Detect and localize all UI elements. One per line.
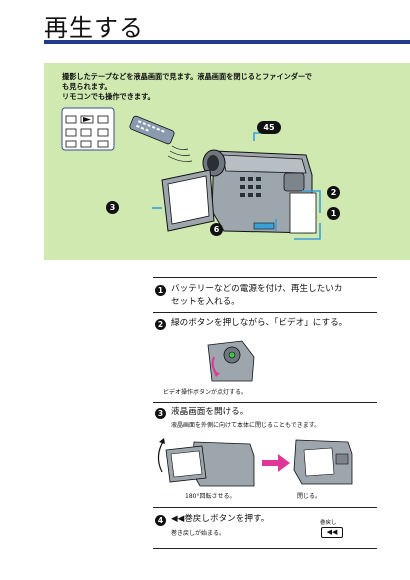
step-3-caption-left: 180°回転させる。 (185, 493, 236, 500)
rewind-icon: ◀◀ (326, 528, 338, 536)
step-3-caption-right: 閉じる。 (297, 493, 322, 500)
step-4-note: 巻き戻しが始まる。 (171, 530, 226, 537)
step-2-number: 2 (155, 319, 166, 330)
callout-3: 3 (106, 201, 119, 214)
intro-line-2: も見られます。 (62, 82, 112, 91)
lcd-screen-open (161, 169, 215, 232)
page-title: 再生する (44, 14, 144, 42)
lcd-rotation-illustration (157, 438, 353, 487)
camcorder-body (202, 149, 317, 234)
power-switch-illustration (207, 340, 255, 382)
step-4-number: 4 (155, 515, 166, 526)
remote-control (129, 115, 193, 162)
callout-4-5: 45 (257, 121, 281, 134)
step-1-text-line-2: セットを入れる。 (171, 297, 240, 307)
step-3-text: 液晶画面を開ける。 (171, 407, 249, 417)
step-1-number: 1 (155, 285, 166, 296)
step-4-text: ◀◀巻戻しボタンを押す。 (171, 514, 270, 524)
step-2-note: ビデオ操作ボタンが点灯する。 (163, 389, 248, 396)
step-1-text-line-1: バッテリーなどの電源を付け、再生したいカ (171, 284, 343, 294)
callout-6: 6 (210, 223, 223, 236)
intro-panel: 撮影したテープなどを液晶画面で見ます。液晶画面を閉じるとファインダーで も見られ… (44, 63, 410, 260)
callout-2: 2 (327, 186, 340, 199)
divider-2 (153, 402, 377, 403)
camcorder-illustration (61, 107, 321, 240)
divider-1 (153, 312, 377, 313)
step-3-number: 3 (155, 408, 166, 419)
camcorder-rotating (157, 438, 255, 487)
callout-1: 1 (327, 207, 340, 220)
divider-top (153, 277, 377, 278)
rewind-button-label: 巻戻し (320, 520, 337, 526)
intro-text: 撮影したテープなどを液晶画面で見ます。液晶画面を閉じるとファインダーで も見られ… (62, 72, 392, 102)
divider-3 (153, 507, 377, 508)
step-3-note: 液晶画面を外側に向けて本体に閉じることもできます。 (171, 422, 321, 429)
intro-line-1: 撮影したテープなどを液晶画面で見ます。液晶画面を閉じるとファインダーで (62, 72, 312, 81)
arrow-right-icon (262, 454, 290, 472)
step-2-text: 緑のボタンを押しながら、「ビデオ」にする。 (171, 318, 348, 328)
camcorder-closed (293, 439, 353, 485)
rewind-button[interactable]: ◀◀ (321, 527, 343, 538)
title-underline (44, 40, 410, 44)
remote-button-panel (61, 107, 115, 151)
divider-bottom (153, 548, 377, 549)
intro-line-3: リモコンでも操作できます。 (62, 92, 155, 101)
